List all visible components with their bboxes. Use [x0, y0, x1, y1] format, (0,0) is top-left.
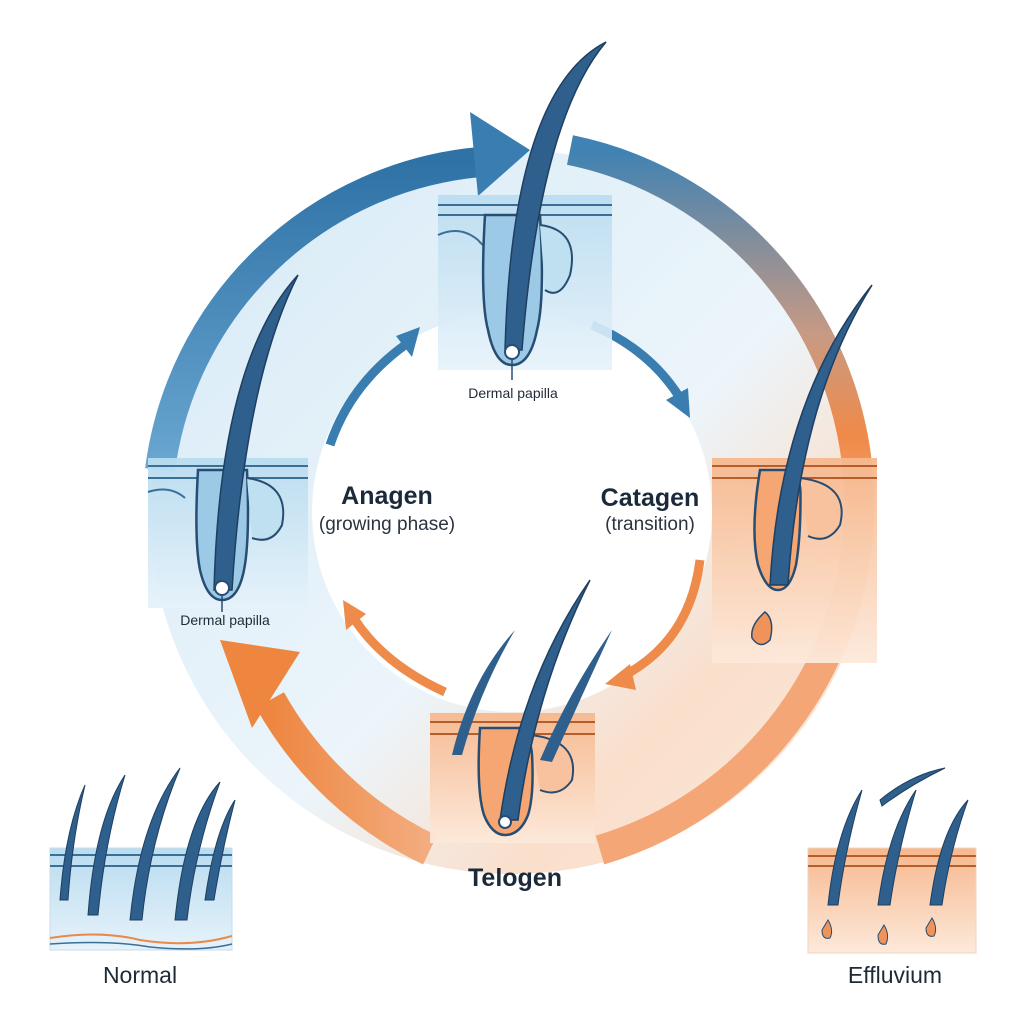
- outer-arrow-blue-head: [470, 112, 530, 196]
- bottom-follicle-illustration: [430, 579, 612, 843]
- inner-arrow-telogen: [622, 559, 705, 679]
- top-dermal-papilla-label: Dermal papilla: [468, 385, 558, 401]
- right-follicle-illustration: [712, 284, 877, 663]
- anagen-title: Anagen: [341, 482, 433, 510]
- ring-background: [149, 150, 874, 874]
- anagen-subtitle: (growing phase): [318, 514, 456, 535]
- normal-label: Normal: [102, 962, 178, 988]
- normal-scalp-illustration: [49, 767, 236, 951]
- left-follicle-illustration: [147, 274, 308, 612]
- telogen-title: Telogen: [468, 864, 562, 892]
- outer-arrow-blue: [145, 147, 482, 472]
- inner-arrow-return: [351, 617, 447, 697]
- inner-arrow-anagen-head: [396, 327, 420, 357]
- catagen-subtitle: (transition): [605, 514, 695, 535]
- effluvium-label: Effluvium: [847, 962, 943, 988]
- inner-arrow-return-head: [343, 600, 366, 630]
- outer-arrow-orange-head: [220, 640, 300, 728]
- outer-arrow-orange: [256, 692, 437, 865]
- inner-arrow-telogen-head: [605, 664, 636, 690]
- catagen-title: Catagen: [600, 484, 700, 512]
- left-dermal-papilla-label: Dermal papilla: [180, 612, 270, 628]
- inner-arrow-anagen: [325, 341, 408, 447]
- inner-arrow-catagen-head: [666, 388, 690, 418]
- top-follicle-illustration: [437, 41, 612, 380]
- effluvium-scalp-illustration: [807, 767, 977, 954]
